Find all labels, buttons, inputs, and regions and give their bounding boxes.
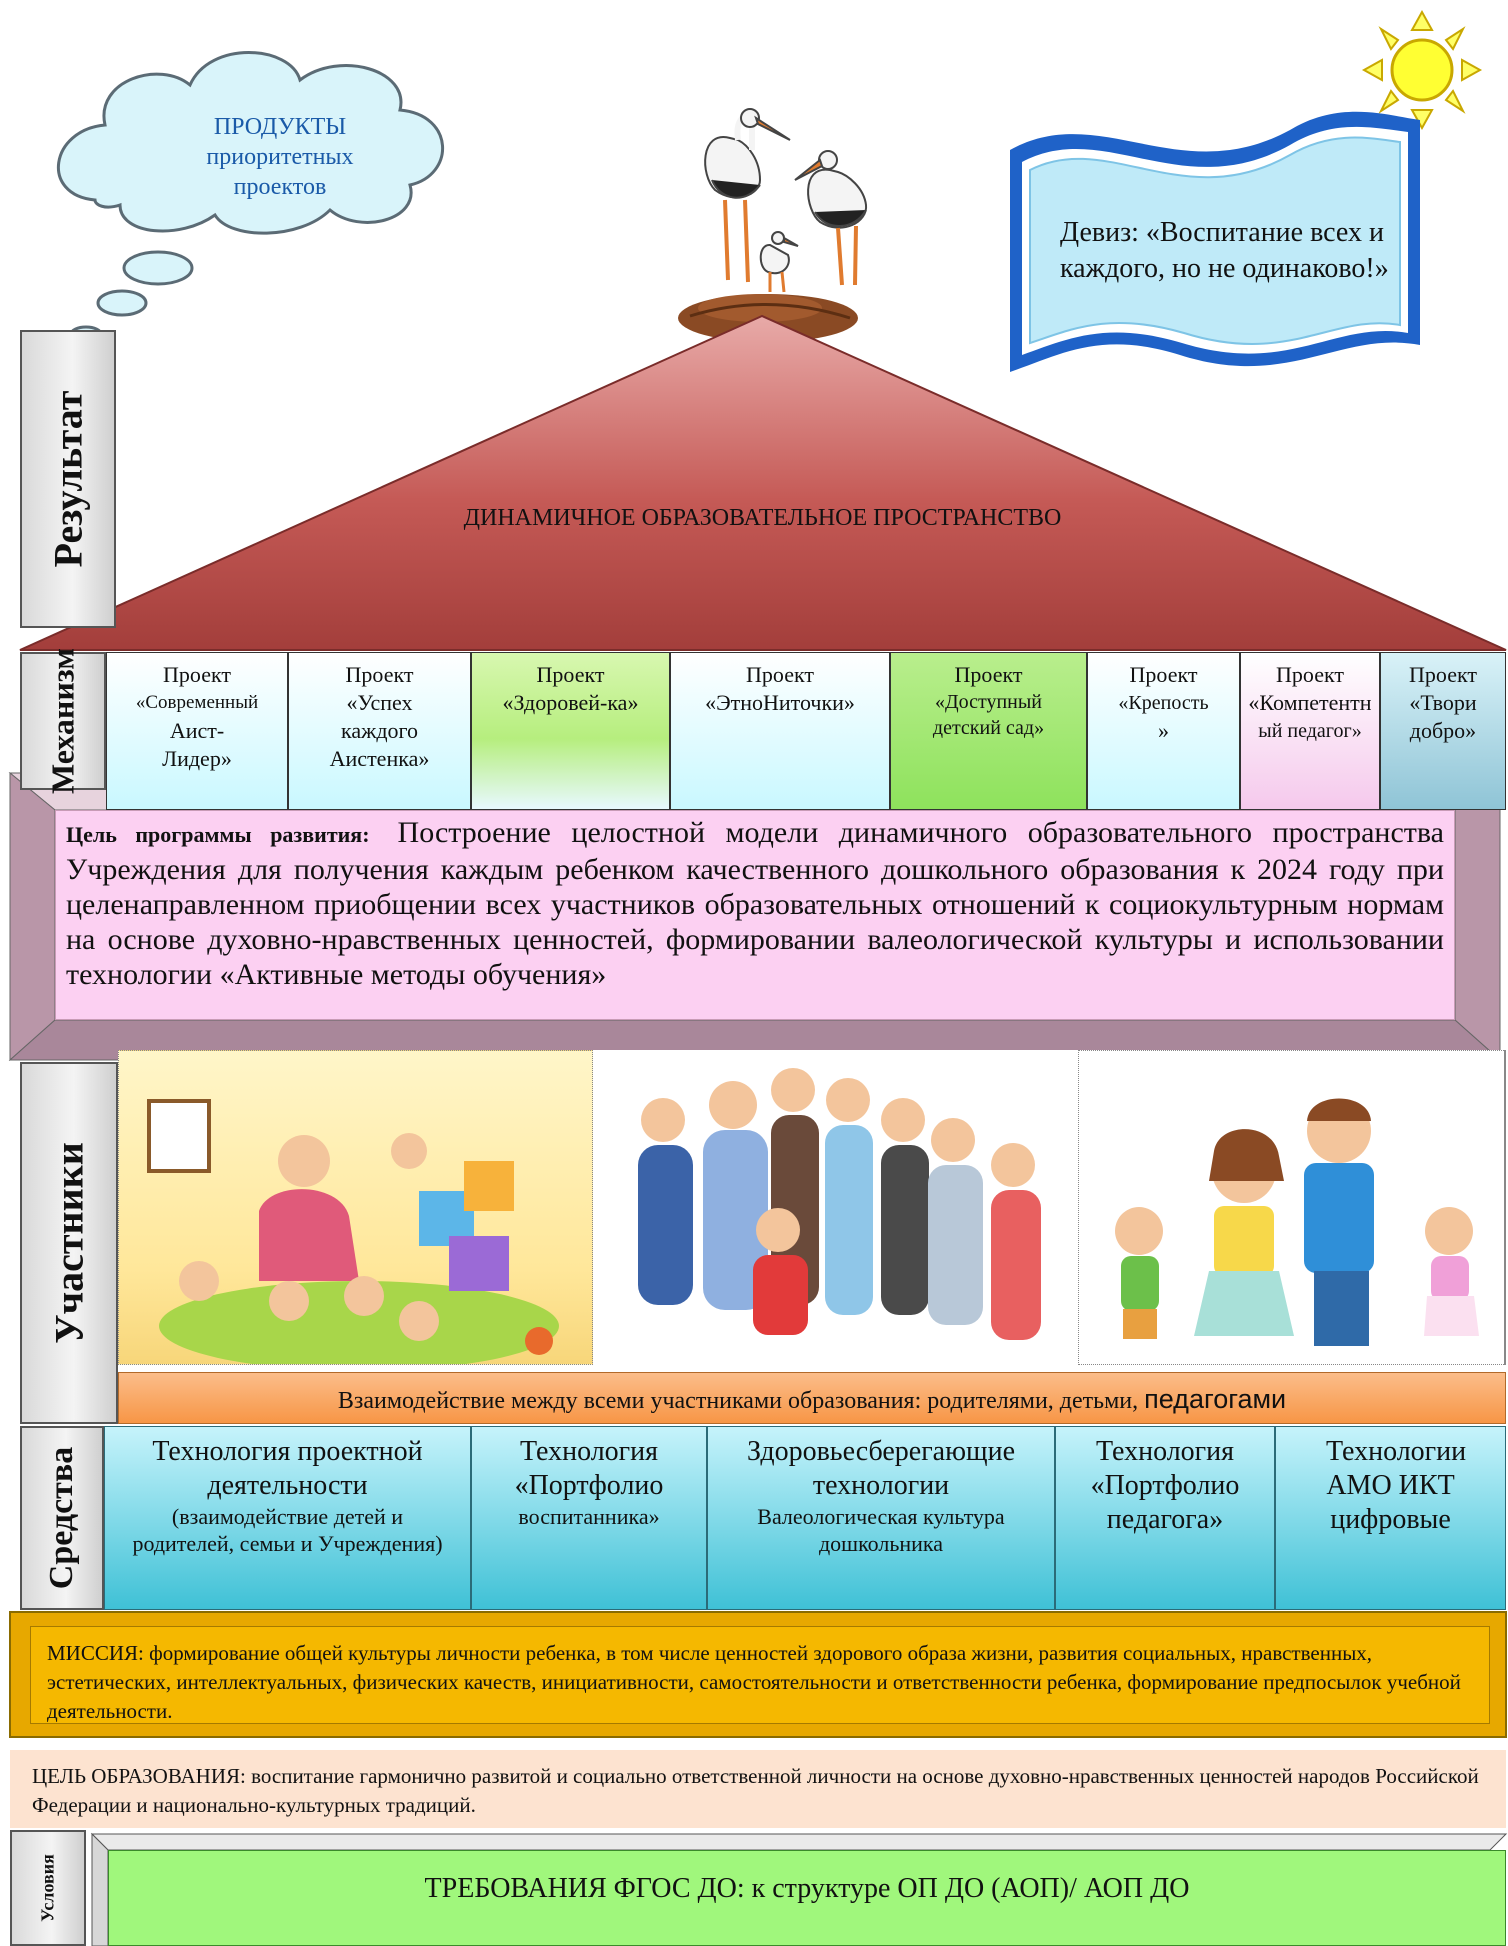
interaction-accent: педагогами <box>1144 1384 1287 1414</box>
project-line-3: Аист- <box>169 718 225 743</box>
project-line-3: каждого <box>341 718 418 743</box>
means-cell: Технология «Портфолио педагога» <box>1055 1426 1275 1610</box>
rug-icon <box>159 1281 559 1364</box>
project-line-3: добро» <box>1409 718 1477 743</box>
roof <box>19 314 1507 651</box>
cloud-line-1: ПРОДУКТЫ <box>213 114 347 140</box>
mission-text: МИССИЯ: формирование общей культуры личн… <box>47 1641 1461 1723</box>
children-with-teacher-image <box>118 1050 593 1365</box>
education-goal: ЦЕЛЬ ОБРАЗОВАНИЯ: воспитание гармонично … <box>10 1750 1506 1828</box>
side-label-mechanisms: Механизм <box>20 648 106 794</box>
mission-box: МИССИЯ: формирование общей культуры личн… <box>30 1626 1490 1724</box>
project-line-1: Проект <box>536 662 605 687</box>
side-label-means: Средства <box>20 1426 104 1610</box>
motto-banner <box>1010 111 1420 372</box>
means-cell: Здоровьесберегающие технологии Валеологи… <box>707 1426 1055 1610</box>
means-cell: Технология проектной деятельности (взаим… <box>104 1426 471 1610</box>
project-line-3: » <box>1158 718 1169 743</box>
side-label-participants-text: Участники <box>46 1142 92 1344</box>
family-image <box>1078 1050 1506 1365</box>
interaction-text: Взаимодействие между всеми участниками о… <box>337 1388 1139 1414</box>
project-cell: Проект «ЭтноНиточки» <box>670 652 890 810</box>
fgos-text: ТРЕБОВАНИЯ ФГОС ДО: к структуре ОП ДО (А… <box>424 1873 1190 1904</box>
side-label-conditions: Условия <box>10 1830 86 1946</box>
means-cell: Технология «Портфолио воспитанника» <box>471 1426 707 1610</box>
development-goal-body: Построение целостной модели динамичного … <box>66 816 1444 991</box>
child-icon <box>391 1133 427 1169</box>
project-line-2: «Крепость <box>1118 692 1209 714</box>
means-note: Валеологическая культура дошкольника <box>757 1504 1005 1556</box>
project-line-1: Проект <box>1276 662 1344 687</box>
interaction-bar: Взаимодействие между всеми участниками о… <box>118 1372 1506 1424</box>
motto-line-1: Девиз: «Воспитание всех и <box>1060 217 1384 248</box>
side-label-conditions-text: Условия <box>37 1854 58 1922</box>
side-label-means-text: Средства <box>43 1446 80 1590</box>
project-cell: Проект «Твори добро» <box>1380 652 1506 810</box>
cloud-line-2: приоритетных <box>206 144 354 170</box>
side-label-result-text: Результат <box>45 390 91 568</box>
project-line-1: Проект <box>163 662 231 687</box>
project-line-3: детский сад» <box>932 717 1045 739</box>
project-cell: Проект «Здоровей-ка» <box>471 652 670 810</box>
fgos-requirements: ТРЕБОВАНИЯ ФГОС ДО: к структуре ОП ДО (А… <box>108 1850 1506 1946</box>
thought-cloud <box>57 51 445 343</box>
project-line-1: Проект <box>954 662 1023 687</box>
motto-text: Девиз: «Воспитание всех и каждого, но не… <box>1060 215 1400 287</box>
family-icon <box>1115 1098 1479 1346</box>
child-icon <box>399 1301 439 1341</box>
project-line-4: Аистенка» <box>329 746 430 771</box>
block-icon <box>449 1236 509 1291</box>
project-line-1: Проект <box>1129 662 1198 687</box>
side-label-result: Результат <box>20 330 116 628</box>
child-icon <box>179 1261 219 1301</box>
project-line-2: «ЭтноНиточки» <box>705 690 855 715</box>
side-label-mechanisms-text: Механизм <box>44 648 81 794</box>
means-note: (взаимодействие детей и родителей, семьи… <box>132 1504 443 1556</box>
storks-icon <box>704 108 868 293</box>
project-line-2: «Доступный <box>934 691 1043 713</box>
development-goal: Цель программы развития:Построение целос… <box>55 810 1455 1020</box>
education-goal-text: ЦЕЛЬ ОБРАЗОВАНИЯ: воспитание гармонично … <box>32 1764 1479 1817</box>
means-title: Технология «Портфолио педагога» <box>1090 1436 1240 1535</box>
means-cell: Технологии АМО ИКТ цифровые <box>1275 1426 1506 1610</box>
roof-title: ДИНАМИЧНОЕ ОБРАЗОВАТЕЛЬНОЕ ПРОСТРАНСТВО <box>463 505 1062 531</box>
means-note: воспитанника» <box>518 1504 660 1529</box>
project-line-2: «Компетентн <box>1248 690 1372 715</box>
project-line-3: ый педагог» <box>1258 720 1362 742</box>
means-title: Технология «Портфолио <box>514 1436 664 1501</box>
project-line-1: Проект <box>345 662 414 687</box>
means-title: Технологии АМО ИКТ цифровые <box>1326 1436 1467 1535</box>
teacher-icon <box>278 1135 330 1187</box>
project-cell: Проект «Успех каждого Аистенка» <box>288 652 471 810</box>
cloud-text: ПРОДУКТЫ приоритетных проектов <box>150 112 410 202</box>
participants-images <box>118 1050 1506 1365</box>
development-goal-text: Цель программы развития:Построение целос… <box>66 815 1444 992</box>
project-cell: Проект «Компетентн ый педагог» <box>1240 652 1380 810</box>
project-line-1: Проект <box>1409 662 1477 687</box>
means-title: Технология проектной деятельности <box>152 1436 423 1501</box>
participants-frame <box>118 1050 1506 1365</box>
project-line-2: «Твори <box>1409 690 1477 715</box>
ball-icon <box>525 1327 553 1355</box>
project-line-4: Лидер» <box>162 746 232 771</box>
child-icon <box>269 1281 309 1321</box>
means-title: Здоровьесберегающие технологии <box>747 1436 1015 1501</box>
cloud-line-3: проектов <box>233 174 327 200</box>
project-cell: Проект «Доступный детский сад» <box>890 652 1087 810</box>
project-line-2: «Современный <box>135 692 259 713</box>
development-goal-label: Цель программы развития: <box>66 822 370 847</box>
easel-icon <box>147 1099 211 1173</box>
child-icon <box>344 1276 384 1316</box>
family-and-staff-image <box>593 1050 1078 1365</box>
block-icon <box>464 1161 514 1211</box>
project-cell: Проект «Крепость » <box>1087 652 1240 810</box>
project-line-1: Проект <box>746 662 814 687</box>
motto-line-2: каждого, но не одинаково!» <box>1060 253 1389 284</box>
project-line-2: «Здоровей-ка» <box>502 690 639 715</box>
project-line-2: «Успех <box>346 690 413 715</box>
side-label-participants: Участники <box>20 1062 118 1424</box>
project-cell: Проект «Современный Аист- Лидер» <box>106 652 288 810</box>
sun-icon <box>1361 9 1483 131</box>
adults-group-icon <box>638 1068 1041 1340</box>
